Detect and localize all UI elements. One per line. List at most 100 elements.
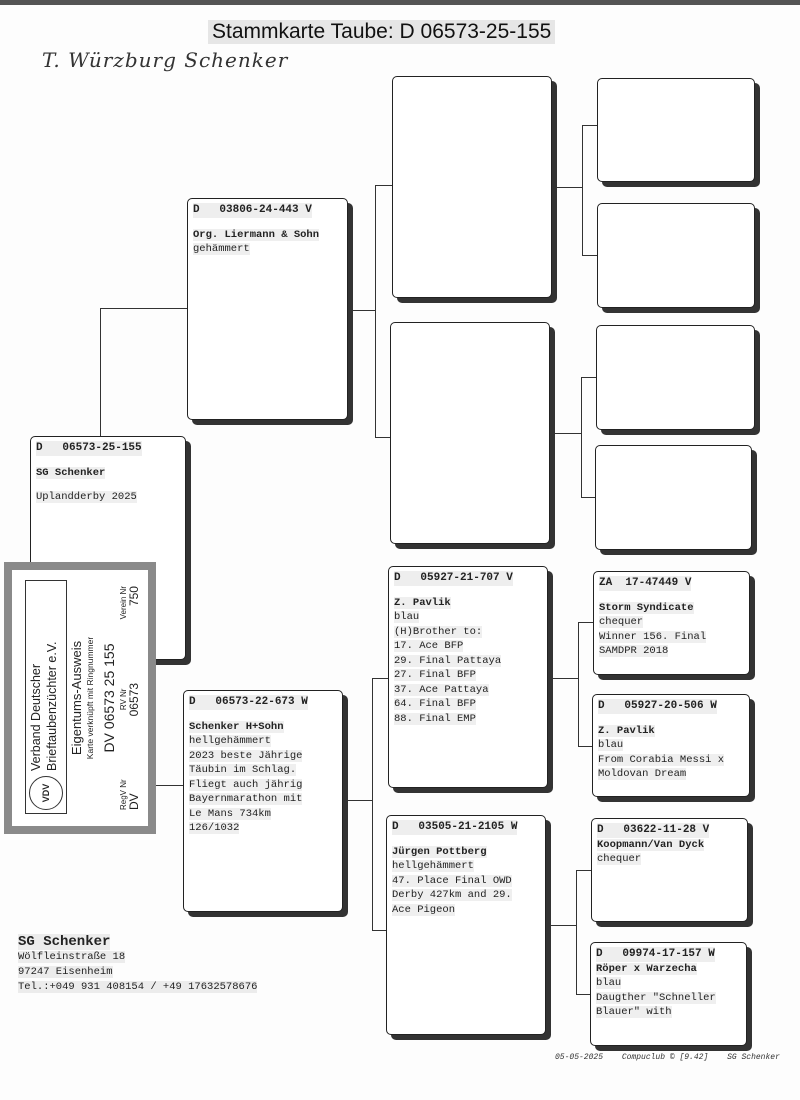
connector: [576, 870, 578, 994]
org-name-line: Verband Deutscher: [29, 663, 43, 771]
connector: [576, 870, 591, 872]
info-line: 88. Final EMP: [394, 712, 476, 725]
org-name-line: Brieftaubenzüchter e.V.: [45, 641, 59, 772]
connector: [549, 925, 576, 927]
pedigree-box-gen4-empty: [597, 203, 755, 308]
connector: [576, 994, 590, 996]
breeder: Röper x Warzecha: [596, 962, 697, 975]
pedigree-box-gen4-empty: [595, 445, 752, 550]
connector: [555, 187, 582, 189]
owner-address: SG Schenker Wölfleinstraße 18 97247 Eise…: [18, 934, 258, 995]
info-line: Le Mans 734km: [189, 807, 271, 820]
breeder: Z. Pavlik: [598, 724, 655, 737]
owner-phone: Tel.:+049 931 408154 / +49 17632578676: [18, 981, 258, 993]
connector: [372, 678, 388, 680]
info-line: Ace Pigeon: [392, 903, 456, 916]
info-line: SAMDPR 2018: [599, 645, 669, 657]
info-line: 17. Ace BFP: [394, 640, 464, 652]
ring-number: D 05927-21-707 V: [394, 571, 513, 586]
organization-header: VDV Verband Deutscher Brieftaubenzüchter…: [25, 580, 67, 814]
connector: [551, 678, 578, 680]
ring-number: D 06573-22-673 W: [189, 695, 308, 710]
connector: [375, 185, 377, 437]
pedigree-box-dam-sire-sire: ZA 17-47449 V Storm Syndicate chequer Wi…: [593, 571, 750, 675]
info-line: blau: [596, 977, 622, 989]
ring-number: ZA 17-47449 V: [599, 576, 692, 591]
info-line: hellgehämmert: [392, 860, 474, 872]
owner-name: SG Schenker: [18, 934, 111, 950]
info-line: chequer: [597, 853, 642, 865]
info-line: Daugther "Schneller: [596, 991, 716, 1004]
connector: [578, 622, 580, 746]
connector: [375, 185, 392, 187]
connector: [156, 785, 183, 787]
connector: [372, 678, 374, 930]
pedigree-box-dam: D 06573-22-673 W Schenker H+Sohn hellgeh…: [183, 690, 343, 912]
software-credit: Compuclub © [9.42]: [621, 1053, 709, 1062]
connector: [553, 433, 581, 435]
card-ring-number: DV 06573 25 155: [101, 643, 117, 753]
connector: [100, 308, 102, 436]
connector: [578, 746, 592, 748]
connector: [100, 308, 187, 310]
connector: [581, 497, 595, 499]
breeder: Org. Liermann & Sohn: [193, 228, 320, 241]
vdv-logo: VDV: [29, 776, 63, 810]
connector: [582, 125, 584, 255]
connector: [578, 622, 593, 624]
info-line: Winner 156. Final: [599, 630, 707, 643]
ring-number: D 09974-17-157 W: [596, 947, 715, 962]
pedigree-box-dam-dam: D 03505-21-2105 W Jürgen Pottberg hellge…: [386, 815, 546, 1035]
card-heading: Eigentums-Ausweis: [69, 640, 84, 756]
breeder: SG Schenker: [36, 466, 106, 479]
card-subheading: Karte verknüpft mit Ringnummer: [85, 636, 95, 760]
info-line: Moldovan Dream: [598, 768, 687, 780]
info-line: Fliegt auch jährig: [189, 778, 303, 791]
ring-number: D 05927-20-506 W: [598, 699, 717, 714]
col-value: DV: [127, 793, 141, 810]
pedigree-box-sire: D 03806-24-443 V Org. Liermann & Sohn ge…: [187, 198, 348, 420]
ring-number: D 03806-24-443 V: [193, 203, 312, 218]
print-date: 05-05-2025: [555, 1053, 604, 1062]
pedigree-box-dam-sire: D 05927-21-707 V Z. Pavlik blau (H)Broth…: [388, 566, 548, 788]
owner-street: Wölfleinstraße 18: [18, 951, 126, 963]
info-line: 27. Final BFP: [394, 669, 476, 681]
col-value: 750: [127, 586, 141, 607]
pedigree-box-sire-dam-empty: [390, 322, 550, 544]
connector: [375, 437, 390, 439]
info-line: Blauer" with: [596, 1006, 672, 1018]
footer-owner: SG Schenker: [727, 1053, 780, 1062]
info-line: 47. Place Final OWD: [392, 874, 512, 887]
info-line: Täubin im Schlag.: [189, 764, 297, 776]
connector: [582, 125, 597, 127]
connector: [581, 377, 596, 379]
info-line: 37. Ace Pattaya: [394, 683, 489, 696]
info-line: Uplandderby 2025: [36, 491, 137, 503]
ring-number: D 03622-11-28 V: [597, 823, 710, 838]
info-line: 2023 beste Jährige: [189, 749, 303, 762]
connector: [372, 930, 386, 932]
breeder: Koopmann/Van Dyck: [597, 838, 705, 851]
info-line: chequer: [599, 616, 644, 628]
pedigree-box-dam-sire-dam: D 05927-20-506 W Z. Pavlik blau From Cor…: [592, 694, 750, 797]
pedigree-box-gen4-empty: [596, 325, 755, 430]
ring-number: D 06573-25-155: [36, 441, 142, 456]
ring-number: D 03505-21-2105 W: [392, 820, 518, 835]
info-line: blau: [598, 739, 624, 751]
breeder: Storm Syndicate: [599, 601, 694, 614]
info-line: blau: [394, 611, 420, 623]
pedigree-box-dam-dam-dam: D 09974-17-157 W Röper x Warzecha blau D…: [590, 942, 747, 1046]
info-line: 126/1032: [189, 822, 240, 834]
breeder: Jürgen Pottberg: [392, 845, 487, 858]
info-line: Derby 427km and 29.: [392, 889, 512, 901]
breeder: Z. Pavlik: [394, 596, 451, 609]
info-line: Bayernmarathon mit: [189, 793, 303, 805]
page-title: Stammkarte Taube: D 06573-25-155: [208, 20, 556, 44]
info-line: gehämmert: [193, 243, 250, 255]
connector: [350, 310, 375, 312]
info-line: hellgehämmert: [189, 735, 271, 747]
connector: [582, 255, 597, 257]
info-line: From Corabia Messi x: [598, 753, 725, 766]
pedigree-box-sire-sire-empty: [392, 76, 552, 298]
